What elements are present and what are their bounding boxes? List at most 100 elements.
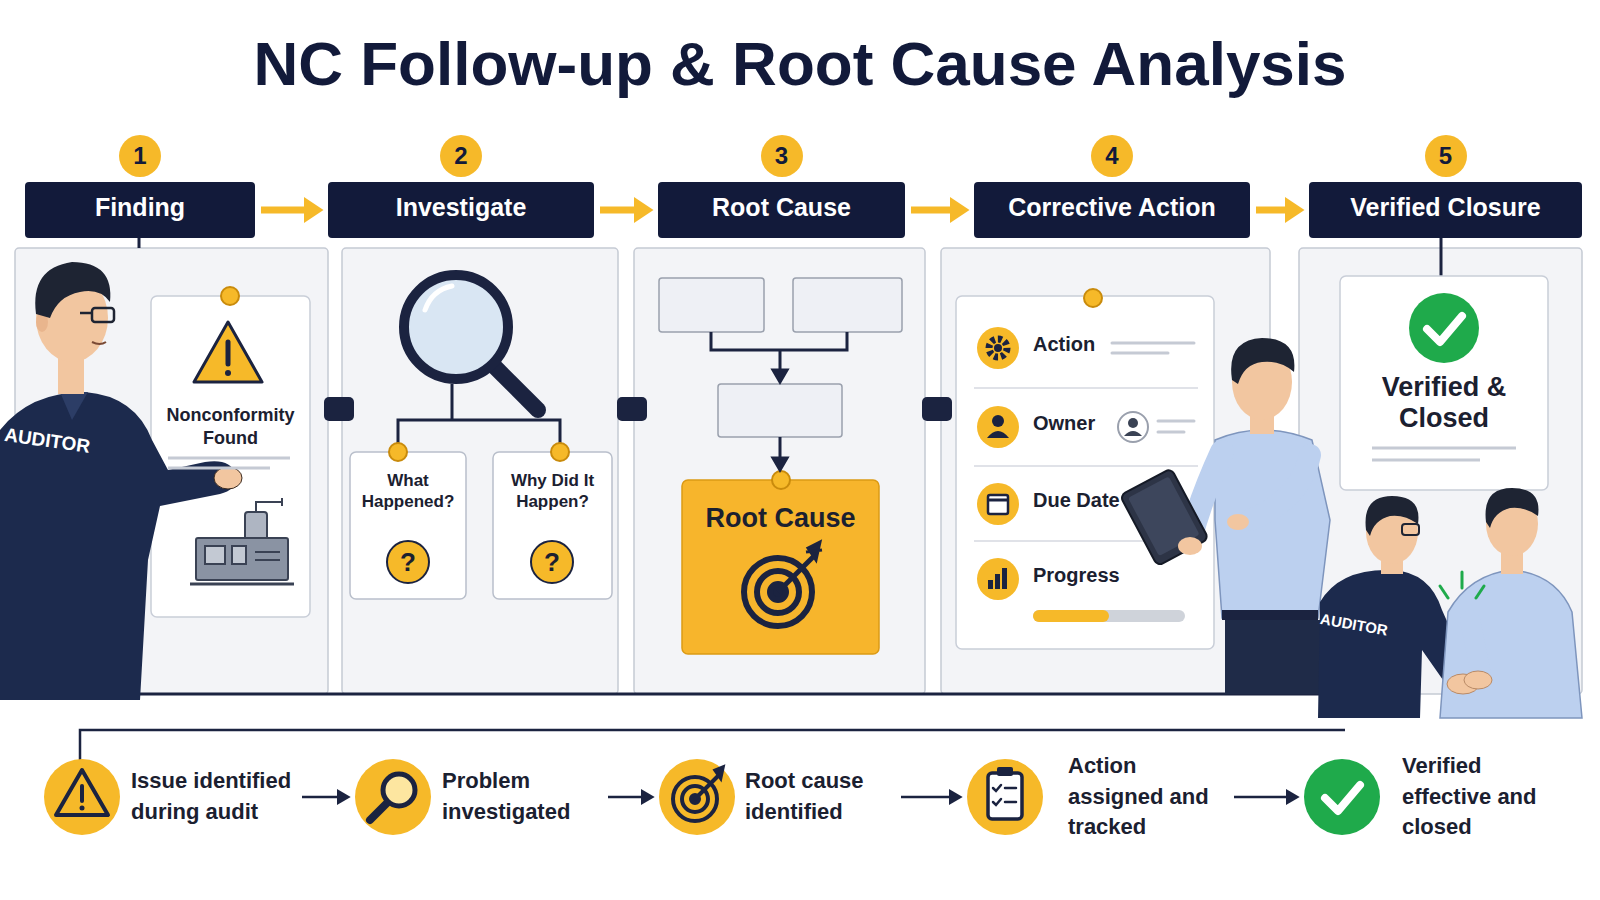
- summary-icon: [997, 767, 1013, 776]
- card-fill: [682, 480, 879, 654]
- handshake-figure: [1461, 572, 1464, 588]
- equipment-icon: [232, 546, 246, 564]
- question-box: What Happened??: [350, 452, 466, 599]
- field-label: Due Date: [1033, 488, 1203, 512]
- task-row-icon: [1158, 431, 1184, 434]
- summary-icon: [673, 777, 717, 821]
- step-number: 4: [1091, 135, 1133, 177]
- summary-text: Verified effective and closed: [1402, 751, 1562, 843]
- step-header: 5Verified Closure: [1309, 182, 1582, 238]
- flow-box: [659, 278, 902, 437]
- tablet-person: [1227, 514, 1249, 530]
- task-row-icon: [1128, 418, 1138, 428]
- equipment-icon: [255, 551, 280, 553]
- flow-line: [711, 332, 847, 374]
- task-row-icon: [995, 574, 1000, 589]
- step-panel: [941, 248, 1270, 694]
- equipment-icon: [256, 498, 282, 512]
- target-icon: [744, 542, 822, 626]
- summary-icon: [967, 759, 1043, 835]
- task-row-icon: [992, 415, 1004, 427]
- task-row-icon: [1033, 610, 1109, 622]
- task-row-icon: [977, 558, 1019, 600]
- panel-link: [922, 397, 952, 421]
- summary-icon: [993, 785, 1016, 805]
- task-row-icon: [1118, 412, 1148, 442]
- summary-icon: [1005, 787, 1016, 790]
- target-icon: [806, 542, 822, 560]
- task-row-icon: [1158, 420, 1194, 423]
- anchor-dot: [1084, 289, 1102, 307]
- summary-icon: [993, 785, 1001, 805]
- step-panel: [634, 248, 925, 694]
- card-fill: [493, 452, 612, 599]
- panel-link: [617, 397, 647, 421]
- task-row-icon: [977, 483, 1019, 525]
- summary-icon: [1304, 759, 1380, 835]
- summary-step: Issue identified during audit: [44, 745, 296, 849]
- handshake-figure: [1440, 570, 1582, 718]
- tablet-person: [1120, 338, 1330, 694]
- panel-link: [324, 397, 952, 421]
- task-row-icon: [1112, 352, 1168, 355]
- summary-text: Problem investigated: [442, 766, 602, 828]
- step-title: Verified Closure: [1309, 182, 1582, 232]
- task-row-icon: [988, 495, 1008, 514]
- auditor-figure: [80, 312, 92, 315]
- summary-icon: [988, 773, 1022, 819]
- flow-box: [793, 278, 902, 332]
- auditor-figure: [35, 262, 110, 318]
- step-header: 4Corrective Action: [974, 182, 1250, 238]
- flow-arrow: [901, 796, 949, 799]
- frame-line: [0, 232, 1441, 760]
- branch-line: [398, 384, 560, 446]
- flow-arrow: [302, 796, 337, 799]
- equipment-icon: [190, 583, 294, 586]
- question-mark: ?: [386, 540, 430, 584]
- card-fill: [350, 452, 466, 599]
- step-number: 2: [440, 135, 482, 177]
- task-row-icon: [987, 431, 1009, 438]
- tablet-person: [1231, 338, 1294, 384]
- anchor-dot: [389, 443, 407, 461]
- card-fill: [956, 296, 1214, 649]
- task-row-icon: [977, 327, 1019, 369]
- panel-link: [324, 397, 354, 421]
- summary-text: Issue identified during audit: [131, 766, 296, 828]
- anchor-dot: [551, 443, 569, 461]
- magnifier-icon: [495, 367, 538, 410]
- branch-line: [398, 384, 560, 446]
- summary-icon: [695, 776, 718, 799]
- frame-line: [0, 693, 1320, 696]
- tablet-person: [1120, 468, 1209, 566]
- task-row-icon: [974, 465, 1198, 467]
- tablet-person: [1222, 610, 1318, 620]
- task-row-icon: [989, 339, 1007, 357]
- summary-icon: [355, 759, 431, 835]
- handshake-figure: [1476, 586, 1484, 598]
- step-header: 2Investigate: [328, 182, 594, 238]
- step-title: Corrective Action: [974, 182, 1250, 232]
- target-icon: [778, 556, 814, 592]
- card-fill: [1340, 276, 1548, 490]
- frame-line: [1440, 232, 1443, 276]
- summary-icon: [673, 766, 724, 821]
- check-icon: [1427, 316, 1462, 342]
- handshake-figure: [1464, 671, 1492, 689]
- tablet-person: [1225, 620, 1320, 694]
- task-row-icon: [988, 568, 1007, 589]
- equipment-icon: [255, 559, 280, 561]
- summary-step: Problem investigated: [355, 745, 602, 849]
- auditor-figure: [214, 467, 242, 489]
- task-row-icon: [988, 499, 1008, 502]
- action-card: ActionOwnerDue DateProgress: [956, 296, 1214, 649]
- equipment-icon: [196, 538, 288, 580]
- flow-arrow: [608, 796, 641, 799]
- summary-step: Action assigned and tracked: [967, 745, 1228, 849]
- step-number: 1: [119, 135, 161, 177]
- flow-line: [711, 332, 847, 470]
- flow-box: [718, 384, 842, 437]
- flow-arrow: [1234, 796, 1286, 799]
- summary-icon: [80, 806, 85, 811]
